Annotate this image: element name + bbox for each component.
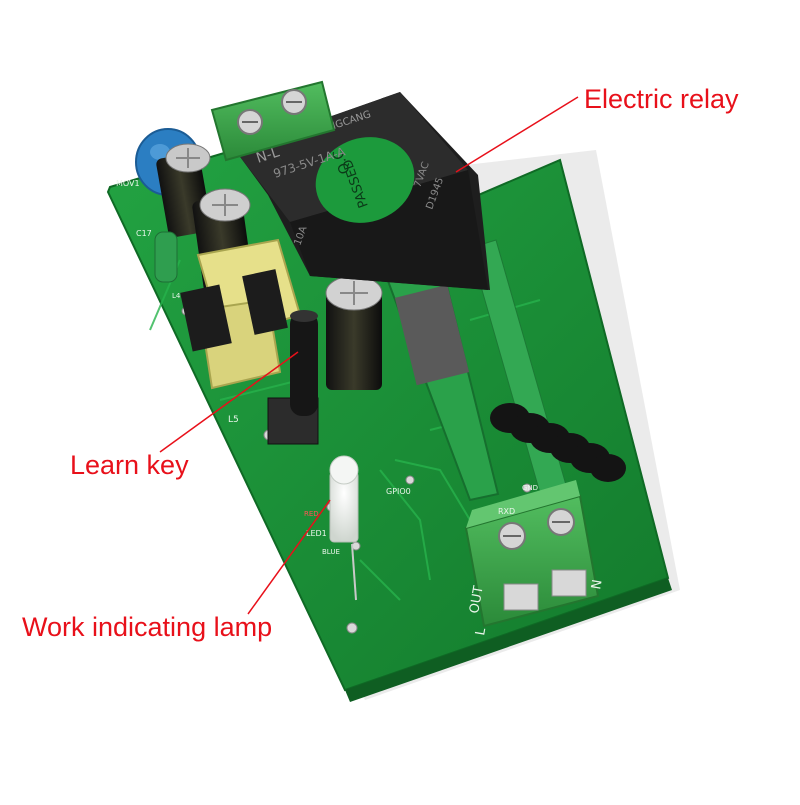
silk-l5: L5 bbox=[228, 415, 239, 425]
rf-module bbox=[380, 256, 500, 502]
silk-n: N bbox=[589, 579, 605, 591]
inductor bbox=[154, 231, 178, 283]
capacitor-3 bbox=[325, 275, 383, 390]
output-terminal-block bbox=[464, 480, 600, 628]
silk-out: OUT bbox=[467, 585, 487, 615]
relay-annotation: Electric relay bbox=[584, 84, 739, 114]
transformer bbox=[180, 238, 302, 390]
lamp-annotation: Work indicating lamp bbox=[22, 612, 273, 642]
silk-led1: LED1 bbox=[306, 529, 327, 538]
learn-key-annotation: Learn key bbox=[70, 450, 189, 480]
relay-pointer-line bbox=[455, 96, 579, 173]
silk-rxd: RXD bbox=[498, 507, 515, 516]
work-indicator-led bbox=[329, 455, 359, 601]
coil-antenna bbox=[490, 403, 626, 482]
silk-gpio: GPIO0 bbox=[386, 487, 411, 496]
qc-sticker bbox=[315, 137, 415, 223]
lamp-pointer-line bbox=[247, 499, 331, 615]
silk-l: L bbox=[473, 626, 489, 636]
silk-blue: BLUE bbox=[322, 548, 340, 556]
silk-red: RED bbox=[304, 510, 319, 518]
learn-key bbox=[267, 310, 319, 445]
learn-key-pointer-line bbox=[159, 351, 299, 453]
pcb-edge bbox=[345, 578, 672, 702]
input-terminal-block bbox=[210, 80, 336, 162]
silk-mov: MOV1 bbox=[116, 179, 140, 188]
silk-c17: C17 bbox=[136, 229, 152, 238]
silk-l4: L4 bbox=[172, 292, 181, 300]
silk-gnd: GND bbox=[522, 484, 538, 492]
